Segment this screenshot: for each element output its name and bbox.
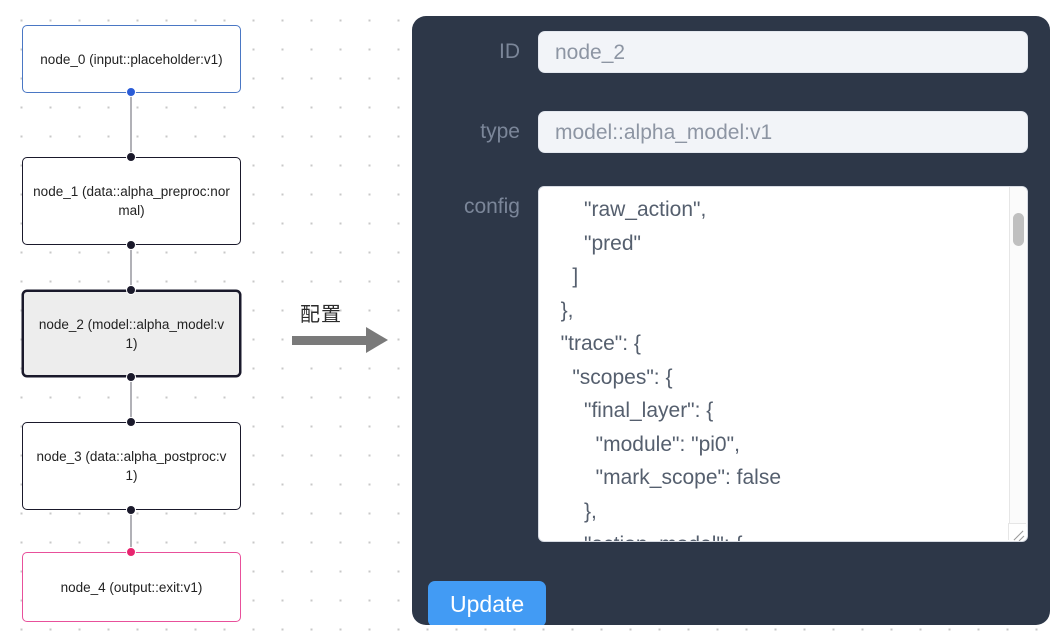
config-scrollbar-thumb[interactable] — [1013, 213, 1024, 246]
graph-node-node_1[interactable]: node_1 (data::alpha_preproc:normal) — [22, 157, 241, 245]
config-textarea-wrapper[interactable]: "raw_action", "pred" ] }, "trace": { "sc… — [538, 186, 1028, 542]
graph-node-node_2[interactable]: node_2 (model::alpha_model:v1) — [22, 290, 241, 377]
graph-node-node_0[interactable]: node_0 (input::placeholder:v1) — [22, 25, 241, 93]
transition-arrow-group: 配置 — [292, 298, 392, 360]
config-scrollbar[interactable] — [1009, 187, 1027, 527]
node-label: node_3 (data::alpha_postproc:v1) — [36, 449, 227, 483]
type-field-row: type model::alpha_model:v1 — [426, 111, 1028, 153]
node_1-target-handle[interactable] — [126, 152, 136, 162]
node-label: node_1 (data::alpha_preproc:normal) — [33, 184, 230, 218]
node_3-source-handle[interactable] — [126, 505, 136, 515]
update-button[interactable]: Update — [428, 581, 547, 625]
edge-node0-node1 — [130, 90, 132, 160]
config-label: config — [463, 195, 520, 218]
graph-node-node_3[interactable]: node_3 (data::alpha_postproc:v1) — [22, 422, 241, 510]
node_0-source-handle[interactable] — [126, 87, 136, 97]
arrow-shaft — [292, 336, 368, 345]
resize-handle-icon[interactable] — [1008, 523, 1026, 540]
arrow-label: 配置 — [300, 302, 342, 326]
node-label: node_4 (output::exit:v1) — [60, 579, 203, 595]
id-field-row: ID node_2 — [426, 31, 1028, 73]
node-inspector-panel: ID node_2 type model::alpha_model:v1 con… — [412, 16, 1050, 625]
edge-node3-node4 — [130, 507, 132, 555]
node-label: node_2 (model::alpha_model:v1) — [38, 316, 225, 351]
id-input[interactable]: node_2 — [538, 31, 1028, 73]
arrow-head-icon — [366, 327, 388, 353]
edge-node2-node3 — [130, 374, 132, 425]
edge-node1-node2 — [130, 242, 132, 293]
graph-node-node_4[interactable]: node_4 (output::exit:v1) — [22, 552, 241, 622]
config-field-row: config "raw_action", "pred" ] }, "trace"… — [426, 186, 1028, 542]
node_3-target-handle[interactable] — [126, 417, 136, 427]
node_1-source-handle[interactable] — [126, 240, 136, 250]
node-label: node_0 (input::placeholder:v1) — [40, 51, 223, 67]
id-label: ID — [499, 40, 520, 63]
node_2-target-handle[interactable] — [126, 285, 136, 295]
config-textarea[interactable]: "raw_action", "pred" ] }, "trace": { "sc… — [560, 198, 781, 541]
type-label: type — [480, 120, 520, 143]
node_4-target-handle[interactable] — [126, 547, 136, 557]
type-input[interactable]: model::alpha_model:v1 — [538, 111, 1028, 153]
node_2-source-handle[interactable] — [126, 372, 136, 382]
